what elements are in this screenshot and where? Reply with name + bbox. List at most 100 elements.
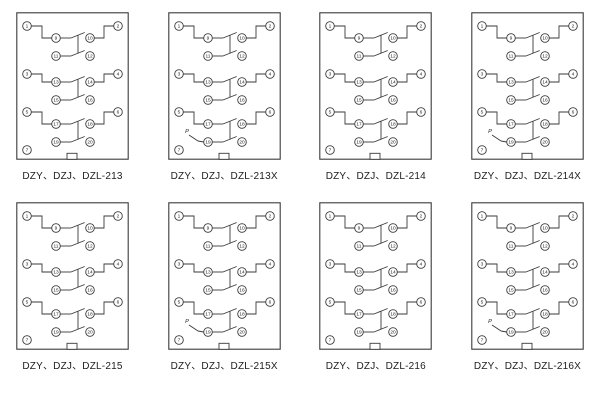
terminal-circle xyxy=(354,285,365,295)
terminal-circle xyxy=(85,223,95,233)
terminal-number: 6 xyxy=(572,300,575,306)
terminal-number: 3 xyxy=(177,72,180,78)
terminal-circle xyxy=(477,335,487,345)
terminal-circle xyxy=(236,33,247,43)
left-jumper-wire xyxy=(486,301,507,315)
terminal-number: 12 xyxy=(239,244,245,250)
terminal-circle xyxy=(85,77,95,87)
terminal-circle xyxy=(506,119,516,129)
terminal-circle xyxy=(85,51,95,61)
terminal-circle xyxy=(325,211,336,221)
left-jumper-wire xyxy=(182,111,204,125)
terminal-number: 15 xyxy=(508,98,514,104)
terminal-number: 13 xyxy=(53,270,59,276)
terminal-number: 5 xyxy=(26,300,29,306)
terminal-circle xyxy=(388,327,399,337)
terminal-circle xyxy=(506,77,516,87)
terminal-circle xyxy=(236,95,247,105)
key-notch xyxy=(369,152,381,160)
terminal-number: 7 xyxy=(329,148,332,154)
terminal-number: 14 xyxy=(239,270,245,276)
p-lead-wire xyxy=(500,330,507,333)
terminal-circle xyxy=(113,259,123,269)
left-jumper-wire xyxy=(31,215,52,229)
terminal-number: 5 xyxy=(177,110,180,116)
terminal-number: 10 xyxy=(542,36,548,42)
terminal-circle xyxy=(477,145,487,155)
terminal-number: 5 xyxy=(481,300,484,306)
terminal-number: 6 xyxy=(420,110,423,116)
terminal-circle xyxy=(477,297,487,307)
terminal-circle xyxy=(51,327,61,337)
terminal-circle xyxy=(354,77,365,87)
terminal-circle xyxy=(113,211,123,221)
terminal-circle xyxy=(506,223,516,233)
terminal-number: 13 xyxy=(205,270,211,276)
terminal-number: 4 xyxy=(572,262,575,268)
terminal-circle xyxy=(354,33,365,43)
terminal-number: 1 xyxy=(329,24,332,30)
terminal-number: 5 xyxy=(26,110,29,116)
right-jumper-wire xyxy=(245,215,266,229)
terminal-number: 20 xyxy=(542,140,548,146)
right-jumper-wire xyxy=(245,73,266,83)
terminal-circle xyxy=(51,51,61,61)
terminal-number: 9 xyxy=(206,226,209,232)
terminal-circle xyxy=(236,77,247,87)
terminal-circle xyxy=(506,327,516,337)
key-notch xyxy=(66,342,78,350)
contact-blade xyxy=(222,284,237,291)
terminal-number: 7 xyxy=(26,148,29,154)
panel-label: DZY、DZJ、DZL-215 xyxy=(22,361,123,372)
terminal-number: 20 xyxy=(542,330,548,336)
left-jumper-wire xyxy=(31,73,52,83)
terminal-circle xyxy=(51,267,61,277)
terminal-number: 3 xyxy=(177,262,180,268)
terminal-circle xyxy=(22,259,32,269)
contact-blade xyxy=(525,284,540,291)
terminal-number: 4 xyxy=(117,72,120,78)
terminal-number: 4 xyxy=(117,262,120,268)
terminal-number: 20 xyxy=(239,140,245,146)
terminal-number: 6 xyxy=(117,110,120,116)
left-jumper-wire xyxy=(31,25,52,39)
terminal-number: 2 xyxy=(420,214,423,220)
terminal-circle xyxy=(22,335,32,345)
terminal-number: 10 xyxy=(239,36,245,42)
contact-blade xyxy=(525,326,540,333)
terminal-number: 6 xyxy=(420,300,423,306)
terminal-number: 12 xyxy=(391,244,397,250)
terminal-circle xyxy=(85,285,95,295)
terminal-circle xyxy=(506,267,516,277)
terminal-circle xyxy=(416,211,427,221)
terminal-number: 14 xyxy=(87,80,93,86)
key-notch xyxy=(218,342,230,350)
panel-border xyxy=(16,202,129,350)
terminal-circle xyxy=(568,259,578,269)
terminal-circle xyxy=(416,107,427,117)
terminal-number: 3 xyxy=(481,72,484,78)
terminal-number: 20 xyxy=(239,330,245,336)
terminal-circle xyxy=(540,33,550,43)
panel-label: DZY、DZJ、DZL-216 xyxy=(325,361,426,372)
panel-label: DZY、DZJ、DZL-214 xyxy=(325,171,426,182)
terminal-number: 13 xyxy=(357,80,363,86)
terminal-circle xyxy=(506,285,516,295)
contact-blade xyxy=(70,94,85,101)
terminal-number: 17 xyxy=(357,122,363,128)
terminal-circle xyxy=(540,285,550,295)
terminal-number: 13 xyxy=(508,80,514,86)
terminal-number: 6 xyxy=(268,110,271,116)
terminal-circle xyxy=(506,137,516,147)
left-jumper-wire xyxy=(334,111,356,125)
left-jumper-wire xyxy=(31,111,52,125)
right-jumper-wire xyxy=(94,111,114,125)
terminal-number: 19 xyxy=(205,330,211,336)
left-jumper-wire xyxy=(334,263,356,273)
terminal-circle xyxy=(540,95,550,105)
